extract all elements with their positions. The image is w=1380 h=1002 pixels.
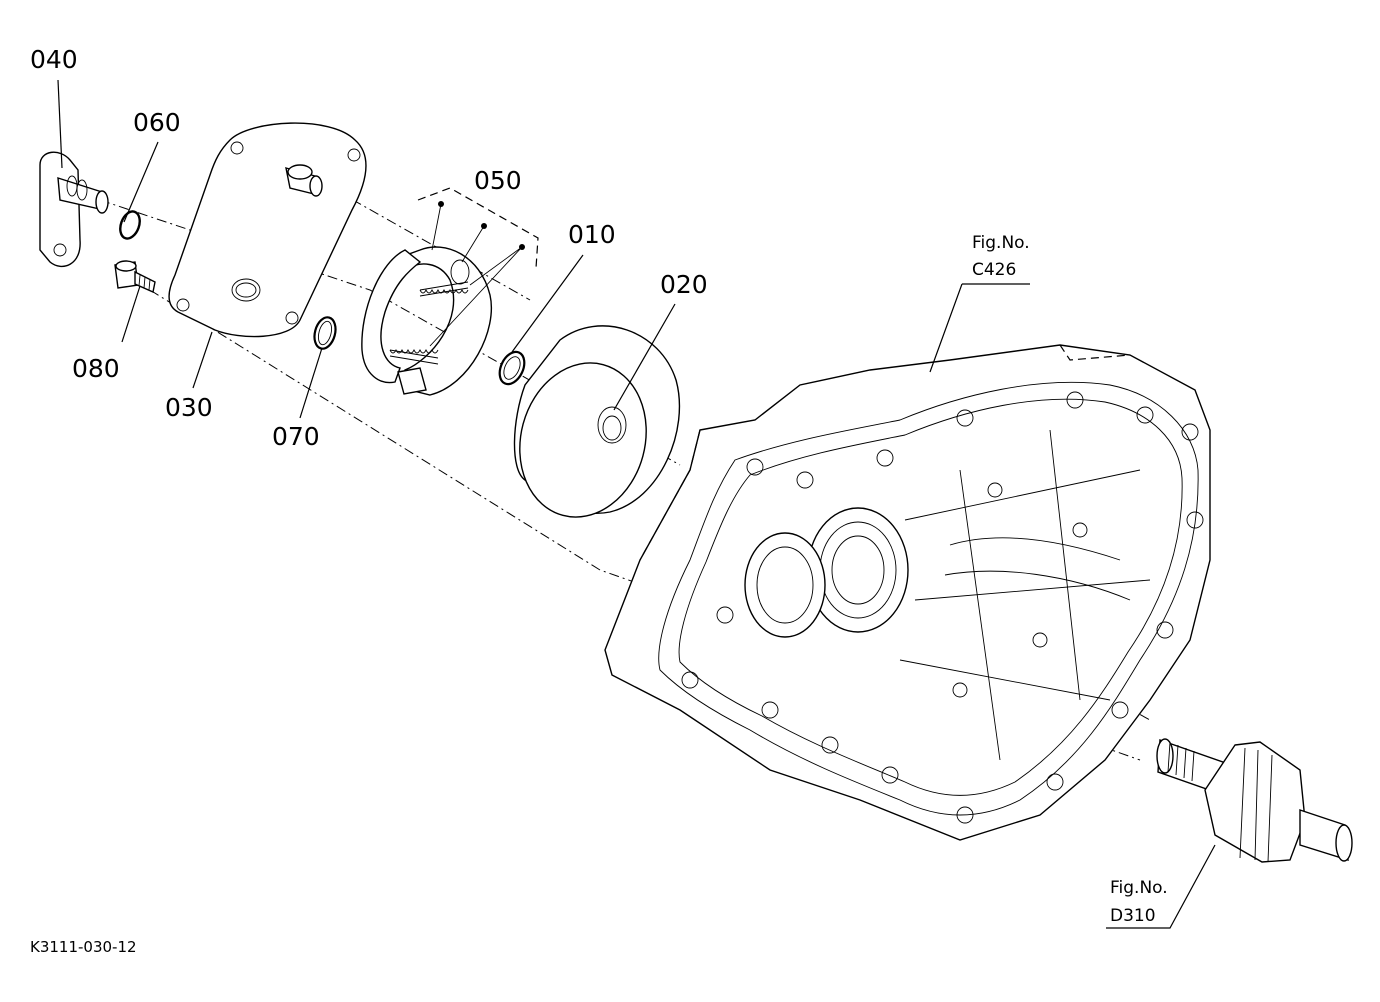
part-030-cover-plate: [168, 122, 367, 338]
figure-ref-d310: Fig.No. D310: [1110, 878, 1168, 926]
label-070: 070: [272, 422, 320, 451]
part-080-bolt: [114, 260, 156, 293]
label-020: 020: [660, 270, 708, 299]
case-bolt-holes: [681, 391, 1204, 824]
part-number-labels: 040 060 050 010 020 080 030 070: [30, 45, 708, 451]
label-080: 080: [72, 354, 120, 383]
figure-ref-d310-line1: Fig.No.: [1110, 878, 1168, 898]
transmission-case: [604, 344, 1211, 841]
label-060: 060: [133, 108, 181, 137]
figure-ref-c426-line2: C426: [972, 260, 1016, 280]
figure-ref-c426: Fig.No. C426: [972, 233, 1030, 280]
part-070-ring: [313, 316, 337, 350]
gear-shaft: [1156, 738, 1353, 863]
label-050: 050: [474, 166, 522, 195]
figure-ref-c426-line1: Fig.No.: [972, 233, 1030, 253]
part-020-brake-drum: [513, 325, 681, 518]
drawing-code: K3111-030-12: [30, 938, 137, 956]
leader-lines: [57, 79, 1216, 929]
part-010-ring: [498, 350, 526, 386]
part-050-brake-shoe-assembly: [361, 187, 539, 396]
part-060-o-ring: [119, 210, 141, 240]
part-040-lever-shaft: [39, 151, 109, 267]
label-040: 040: [30, 45, 78, 74]
label-030: 030: [165, 393, 213, 422]
label-010: 010: [568, 220, 616, 249]
figure-ref-d310-line2: D310: [1110, 906, 1156, 926]
